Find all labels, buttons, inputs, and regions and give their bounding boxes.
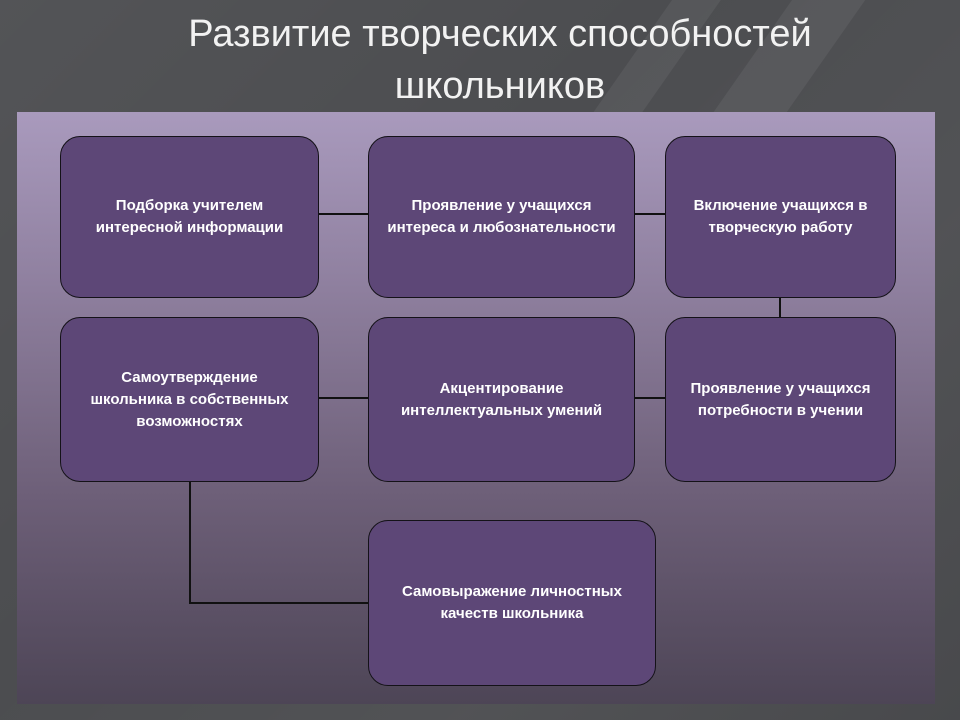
node-intellectual-skills: Акцентирование интеллектуальных умений bbox=[368, 317, 635, 482]
node-teacher-selection: Подборка учителем интересной информации bbox=[60, 136, 319, 298]
node-learning-need: Проявление у учащихся потребности в учен… bbox=[665, 317, 896, 482]
node-student-interest: Проявление у учащихся интереса и любозна… bbox=[368, 136, 635, 298]
node-self-affirmation: Самоутверждение школьника в собственных … bbox=[60, 317, 319, 482]
connector-n4-n7 bbox=[189, 482, 368, 604]
node-creative-work: Включение учащихся в творческую работу bbox=[665, 136, 896, 298]
slide-title: Развитие творческих способностей школьни… bbox=[188, 13, 812, 107]
node-self-expression: Самовыражение личностных качеств школьни… bbox=[368, 520, 656, 686]
